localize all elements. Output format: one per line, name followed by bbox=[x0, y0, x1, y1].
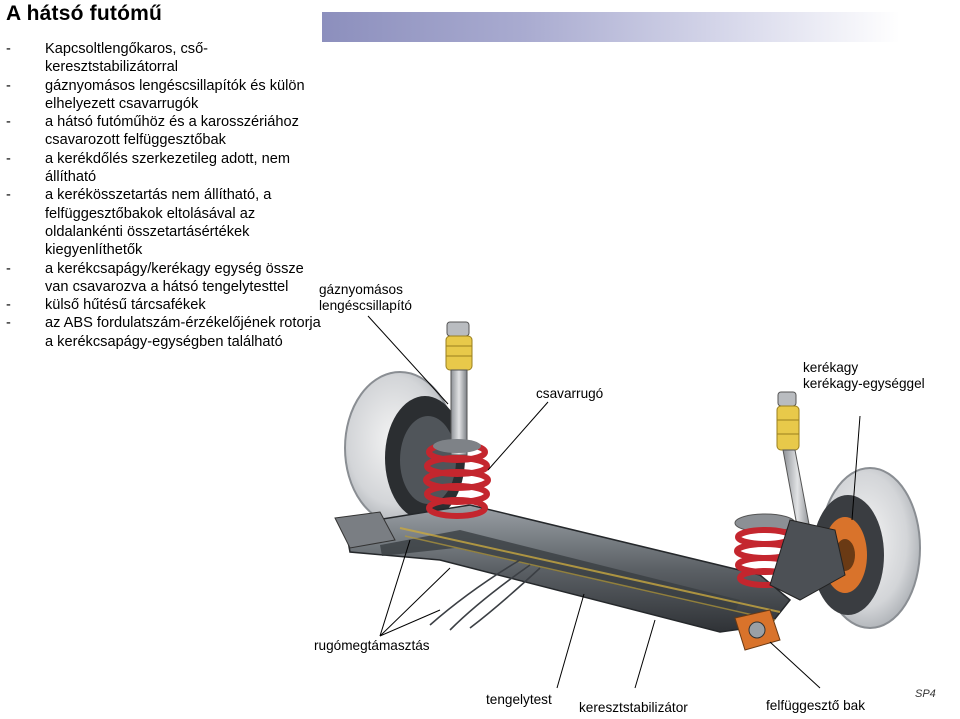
left-damper bbox=[445, 321, 473, 456]
label-spring-seat: rugómegtámasztás bbox=[314, 638, 430, 653]
list-item: a kerékdőlés szerkezetileg adott, nem ál… bbox=[6, 150, 322, 187]
feature-list: Kapcsoltlengőkaros, cső-keresztstabilizá… bbox=[6, 40, 322, 351]
label-damper: gáznyomásos lengéscsillapító bbox=[319, 282, 412, 314]
label-damper-line1: gáznyomásos bbox=[319, 282, 403, 297]
label-stabilizer: keresztstabilizátor bbox=[579, 700, 688, 715]
label-damper-line2: lengéscsillapító bbox=[319, 298, 412, 313]
list-item: a hátsó futóműhöz és a karosszériához cs… bbox=[6, 113, 322, 150]
label-hub-line1: kerékagy bbox=[803, 360, 859, 375]
leader-lines bbox=[367, 315, 861, 689]
left-coil-spring bbox=[423, 441, 491, 519]
label-axle-beam: tengelytest bbox=[486, 692, 552, 707]
label-hub: kerékagy kerékagy-egységgel bbox=[803, 360, 925, 392]
header-gradient-bar bbox=[322, 12, 900, 42]
brake-cables bbox=[429, 559, 541, 631]
page-title: A hátsó futómű bbox=[6, 2, 163, 25]
right-damper bbox=[776, 391, 813, 543]
list-item: gáznyomásos lengéscsillapítók és külön e… bbox=[6, 77, 322, 114]
suspension-bracket bbox=[734, 609, 781, 651]
figure-code: SP4 bbox=[915, 688, 936, 700]
label-spring: csavarrugó bbox=[536, 386, 604, 401]
right-wheel bbox=[812, 467, 921, 629]
label-hub-line2: kerékagy-egységgel bbox=[803, 376, 925, 391]
label-bracket: felfüggesztő bak bbox=[766, 698, 865, 713]
list-item: az ABS fordulatszám-érzékelőjének rotorj… bbox=[6, 314, 322, 351]
list-item: Kapcsoltlengőkaros, cső-keresztstabilizá… bbox=[6, 40, 322, 77]
left-spring-top-seat bbox=[433, 439, 481, 453]
left-trailing-arm-mount bbox=[334, 511, 396, 549]
list-item: a kerékösszetartás nem állítható, a felf… bbox=[6, 186, 322, 259]
axle-beam bbox=[344, 504, 792, 633]
right-trailing-arm bbox=[769, 519, 846, 601]
list-item: külső hűtésű tárcsafékek bbox=[6, 296, 322, 315]
list-item: a kerékcsapágy/kerékagy egység össze van… bbox=[6, 260, 322, 297]
